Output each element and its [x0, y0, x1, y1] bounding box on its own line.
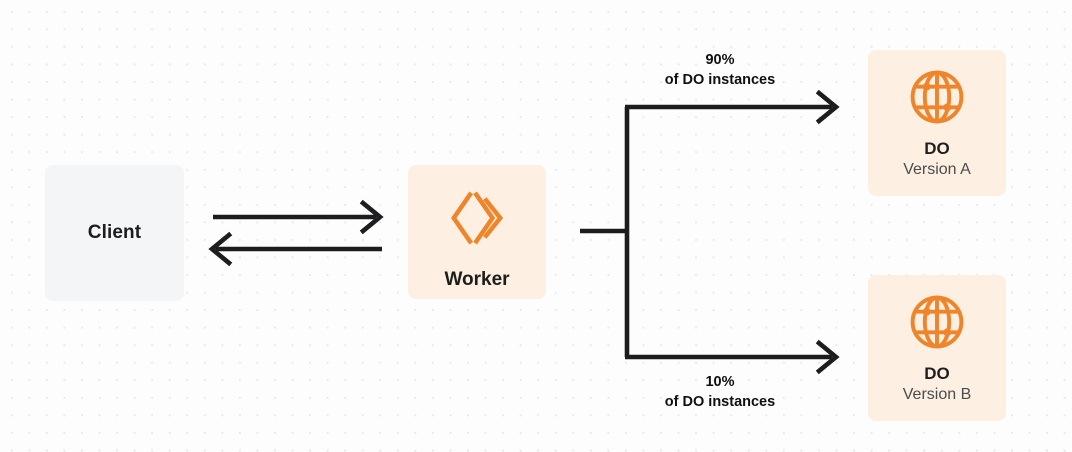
node-worker-label: Worker — [444, 269, 510, 290]
node-do-version-b: DO Version B — [868, 275, 1006, 421]
edge-client-to-worker — [213, 199, 384, 235]
node-do-a-label: DO — [924, 139, 950, 158]
edge-worker-to-do-a — [625, 89, 840, 125]
node-worker: Worker — [408, 165, 546, 299]
globe-icon — [910, 70, 964, 124]
globe-icon — [910, 295, 964, 349]
node-client: Client — [45, 165, 184, 301]
edge-label-do-a-percent: 90% — [705, 52, 735, 68]
node-do-a-sublabel: Version A — [903, 160, 971, 178]
edge-label-do-a-text: of DO instances — [664, 71, 776, 88]
edge-label-do-a: 90% of DO instances — [625, 51, 815, 90]
edge-label-do-b-percent: 10% — [705, 374, 735, 390]
edge-label-do-b-text: of DO instances — [664, 393, 776, 410]
edge-worker-to-do-b — [625, 339, 840, 375]
node-client-label: Client — [87, 221, 142, 243]
node-do-b-sublabel: Version B — [902, 385, 972, 403]
edge-label-do-b: 10% of DO instances — [625, 373, 815, 412]
cloudflare-workers-icon — [451, 191, 504, 245]
edge-worker-to-client — [208, 231, 382, 267]
edge-branch-trunk — [580, 107, 630, 357]
node-do-version-a: DO Version A — [868, 50, 1006, 196]
node-do-b-label: DO — [924, 364, 950, 383]
